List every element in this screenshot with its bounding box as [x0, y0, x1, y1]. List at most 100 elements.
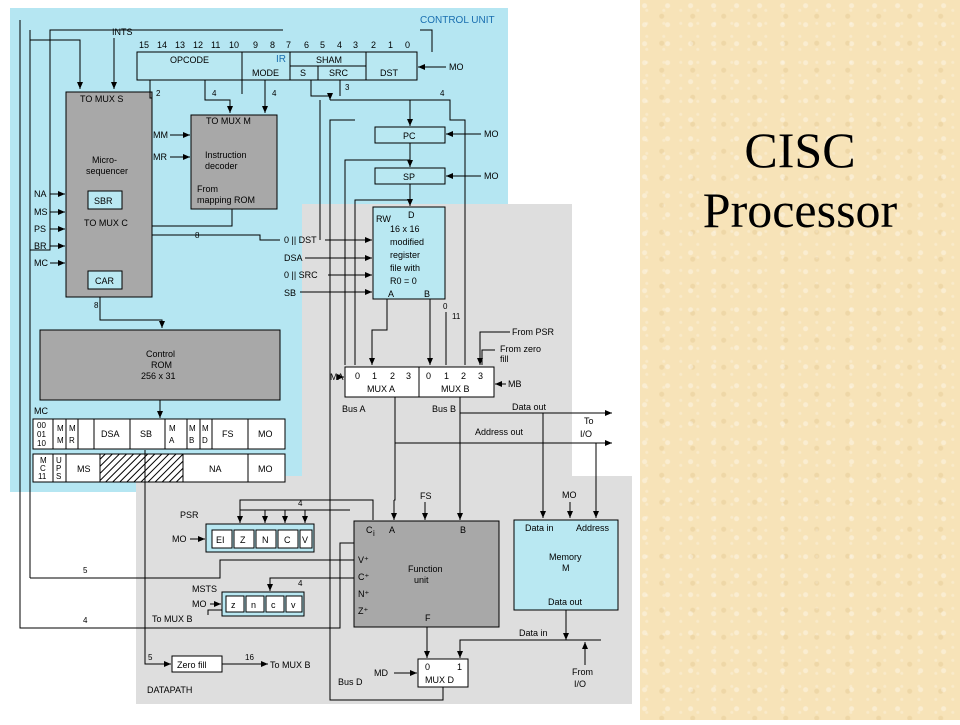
regfile-line-4: file with [390, 263, 420, 273]
fu-ci-sub: i [373, 529, 375, 538]
bus-a-label: Bus A [342, 404, 366, 414]
mux-data-in-label: Data in [519, 628, 548, 638]
mr-label: MR [153, 152, 167, 162]
title-line-1: CISC [744, 122, 856, 178]
rom-line-2: ROM [151, 360, 172, 370]
mux-a-num-0: 0 [355, 371, 360, 381]
to-label: To [584, 416, 594, 426]
mc-code-10: 10 [37, 439, 46, 448]
opcode-field: OPCODE [170, 55, 209, 65]
fu-ci-label: C [366, 525, 373, 535]
mux-d [417, 658, 469, 688]
psr-z: Z [240, 535, 246, 545]
mux-b-num-3: 3 [478, 371, 483, 381]
address-out-label: Address out [475, 427, 524, 437]
mm-label: MM [153, 130, 168, 140]
ir-bit: 11 [211, 40, 220, 50]
mc-label: MC [34, 406, 48, 416]
mc-code-01: 01 [37, 430, 46, 439]
mux-b-num-1: 1 [444, 371, 449, 381]
decoder-line-4: mapping ROM [197, 195, 255, 205]
cw2-code: 11 [38, 472, 47, 481]
bus-d-label: Bus D [338, 677, 363, 687]
decoder-line-3: From [197, 184, 218, 194]
ir-bit: 2 [371, 40, 376, 50]
function-unit-block [353, 520, 500, 628]
to-mux-m-label: TO MUX M [206, 116, 251, 126]
regfile-line-2: modified [390, 237, 424, 247]
width-2: 2 [156, 89, 161, 98]
field-mb-top: M [189, 424, 196, 433]
ir-bit: 13 [175, 40, 185, 50]
msts-bits: z n c v [225, 595, 303, 613]
regfile-inputs: 0 || DST DSA 0 || SRC SB [284, 235, 372, 298]
fs-label: FS [420, 491, 432, 501]
field-mm-top: M [57, 424, 64, 433]
psr-c: C [284, 535, 291, 545]
mux-a-label: MUX A [367, 384, 395, 394]
fu-title-1: Function [408, 564, 443, 574]
width-4b: 4 [272, 89, 277, 98]
slide-title: CISC Processor [640, 120, 960, 240]
width-4d: 4 [298, 499, 303, 508]
rom-line-3: 256 x 31 [141, 371, 176, 381]
msts-c: c [271, 600, 276, 610]
ir-bit: 10 [229, 40, 239, 50]
width-11: 11 [452, 312, 461, 321]
mux-b [418, 366, 495, 398]
zero-fill-to-mux-b: To MUX B [270, 660, 311, 670]
width-4c: 4 [440, 89, 445, 98]
input-0-src: 0 || SRC [284, 270, 318, 280]
input-0-dst: 0 || DST [284, 235, 317, 245]
psr-label: PSR [180, 510, 199, 520]
field-sb: SB [140, 429, 152, 439]
to-mux-s-label: TO MUX S [80, 94, 123, 104]
fu-flag-z: Z⁺ [358, 606, 368, 616]
title-panel: CISC Processor [640, 0, 960, 720]
input-mc: MC [34, 258, 48, 268]
input-ps: PS [34, 224, 46, 234]
from-psr-label: From PSR [512, 327, 555, 337]
msts-to-mux-b: To MUX B [152, 614, 193, 624]
ma-label: MA [330, 372, 344, 382]
fu-flag-c: C⁺ [358, 572, 369, 582]
control-word-2: M C 11 U P S MS NA MO [32, 453, 286, 483]
sbr-register [87, 190, 123, 210]
regfile-line-3: register [390, 250, 420, 260]
cw2-ms: MS [77, 464, 91, 474]
control-rom-block [39, 329, 281, 401]
mux-a-num-1: 1 [372, 371, 377, 381]
microsequencer-title-2: sequencer [86, 166, 128, 176]
ir-label: IR [276, 54, 286, 65]
datapath-label: DATAPATH [147, 685, 192, 695]
sp-mo-label: MO [484, 171, 499, 181]
from-zero-label: From zero [500, 344, 541, 354]
microsequencer-title-1: Micro- [92, 155, 117, 165]
msts-mo-label: MO [192, 599, 207, 609]
control-unit-label: CONTROL UNIT [420, 15, 495, 26]
ir-bit: 8 [270, 40, 275, 50]
width-8b: 8 [94, 301, 99, 310]
input-dsa: DSA [284, 253, 303, 263]
ir-bit-numbers: 15 14 13 12 11 10 9 8 7 6 5 4 3 2 1 0 [139, 40, 410, 50]
field-ma-top: M [169, 424, 176, 433]
control-word-1: 00 01 10 M M M R DSA SB M A M B M D FS M… [32, 418, 286, 450]
ir-bit: 15 [139, 40, 149, 50]
input-na: NA [34, 189, 47, 199]
car-label: CAR [95, 276, 115, 286]
field-md-bot: D [202, 436, 208, 445]
s-field: S [300, 68, 306, 78]
rom-line-1: Control [146, 349, 175, 359]
from-label: From [572, 667, 593, 677]
ir-bit: 0 [405, 40, 410, 50]
fu-flag-n: N⁺ [358, 589, 369, 599]
width-4f: 4 [83, 616, 88, 625]
data-out-label: Data out [512, 402, 547, 412]
ir-bit: 6 [304, 40, 309, 50]
sbr-label: SBR [94, 196, 113, 206]
microsequencer-inputs: NA MS PS BR MC [34, 189, 65, 268]
title-line-2: Processor [702, 182, 898, 238]
mb-label: MB [508, 379, 522, 389]
cw2-na: NA [209, 464, 222, 474]
cw2-c: C [40, 464, 46, 473]
